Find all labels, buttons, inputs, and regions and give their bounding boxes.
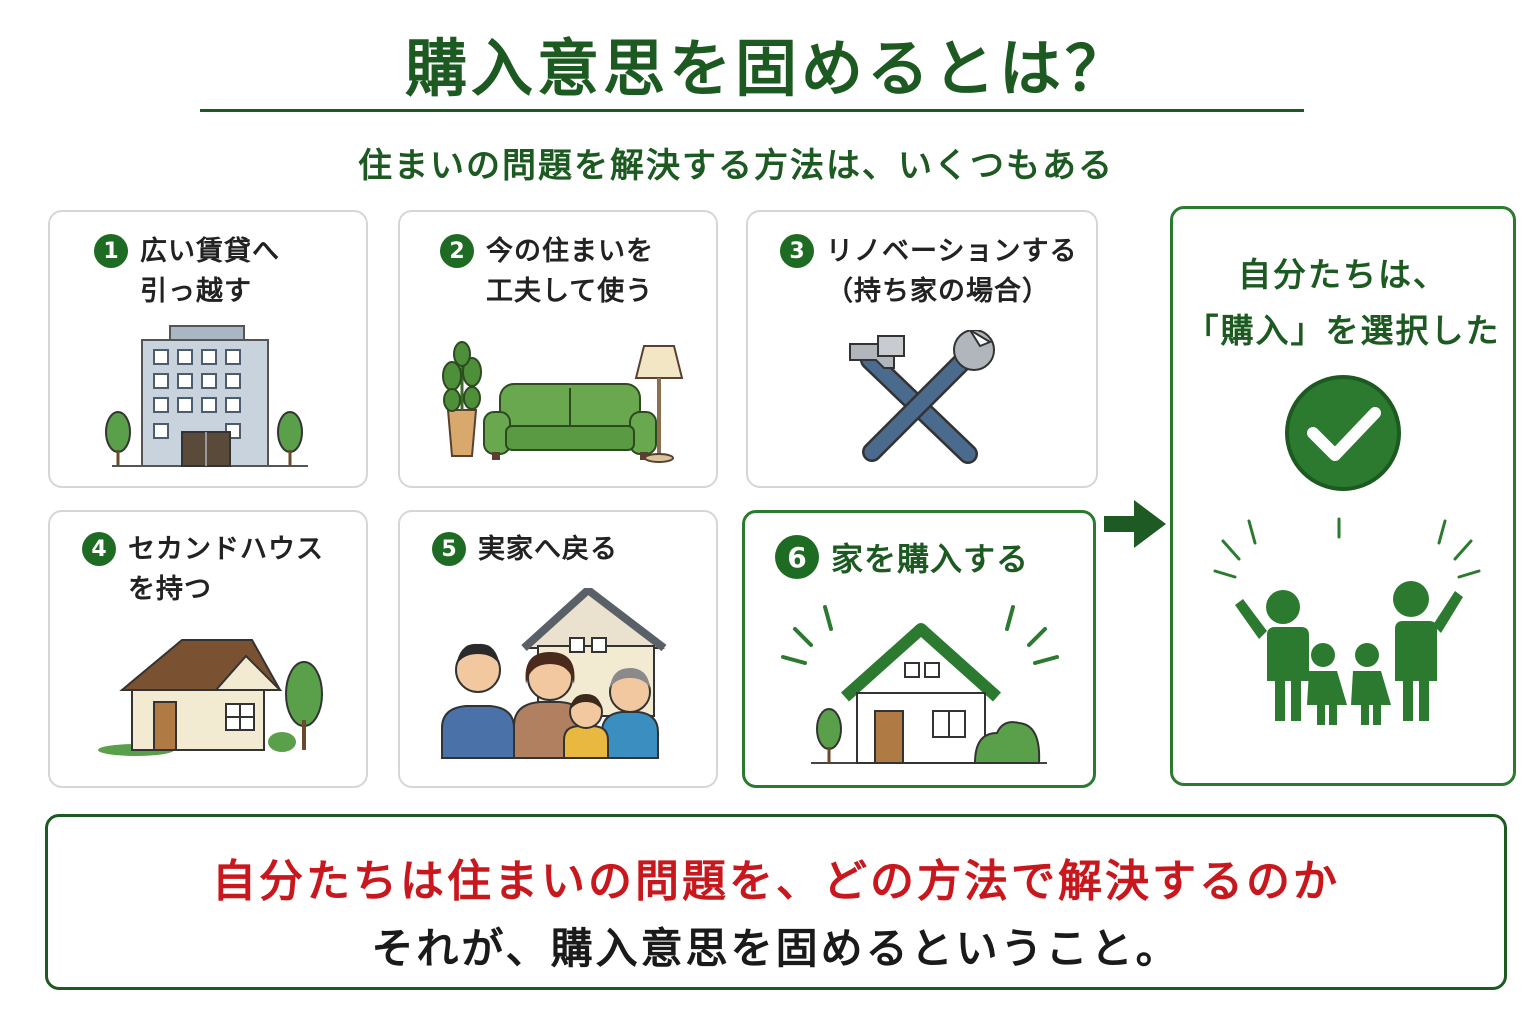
conclusion-box: 自分たちは住まいの問題を、どの方法で解決するのか それが、購入意思を固めるという…	[45, 814, 1507, 990]
option-number-1: 1	[94, 234, 128, 268]
option-label-1: 広い賃貸へ 引っ越す	[140, 236, 280, 307]
option-number-4: 4	[82, 532, 116, 566]
arrow-right-icon	[1104, 500, 1166, 548]
family-house-icon	[441, 588, 667, 759]
option-label-4: セカンドハウス を持つ	[128, 534, 324, 605]
option-card-3: 3 リノベーションする （持ち家の場合）	[746, 210, 1098, 488]
conclusion-statement: それが、購入意思を固めるということ。	[371, 924, 1181, 973]
option-number-3: 3	[780, 234, 814, 268]
tools-icon	[849, 330, 995, 464]
option-label-5: 実家へ戻る	[478, 534, 618, 565]
option-card-2: 2 今の住まいを 工夫して使う	[398, 210, 718, 488]
option-card-4: 4 セカンドハウス を持つ	[48, 510, 368, 788]
option-number-2: 2	[440, 234, 474, 268]
sofa-icon	[442, 341, 684, 463]
option-card-5: 5 実家へ戻る	[398, 510, 718, 788]
conclusion-question: 自分たちは住まいの問題を、どの方法で解決するのか	[212, 856, 1340, 907]
page-subtitle: 住まいの問題を解決する方法は、いくつもある	[358, 146, 1114, 186]
title-underline	[200, 109, 1304, 112]
apartment-building-icon	[105, 325, 308, 467]
house-icon	[98, 639, 323, 756]
page-title: 購入意思を固めるとは？	[404, 32, 1131, 105]
family-celebrating-icon	[1213, 517, 1481, 725]
option-number-6: 6	[775, 535, 819, 579]
checkmark-icon	[1285, 375, 1401, 491]
option-card-6: 6 家を購入する	[742, 510, 1096, 788]
new-house-icon	[781, 605, 1059, 764]
option-label-3: リノベーションする （持ち家の場合）	[826, 236, 1078, 307]
option-card-1: 1 広い賃貸へ 引っ越す	[48, 210, 368, 488]
option-number-5: 5	[432, 532, 466, 566]
result-text: 自分たちは、 「購入」を選択した	[1185, 255, 1501, 350]
option-label-2: 今の住まいを 工夫して使う	[486, 236, 654, 307]
result-panel: 自分たちは、 「購入」を選択した	[1170, 206, 1516, 786]
option-label-6: 家を購入する	[831, 540, 1030, 578]
